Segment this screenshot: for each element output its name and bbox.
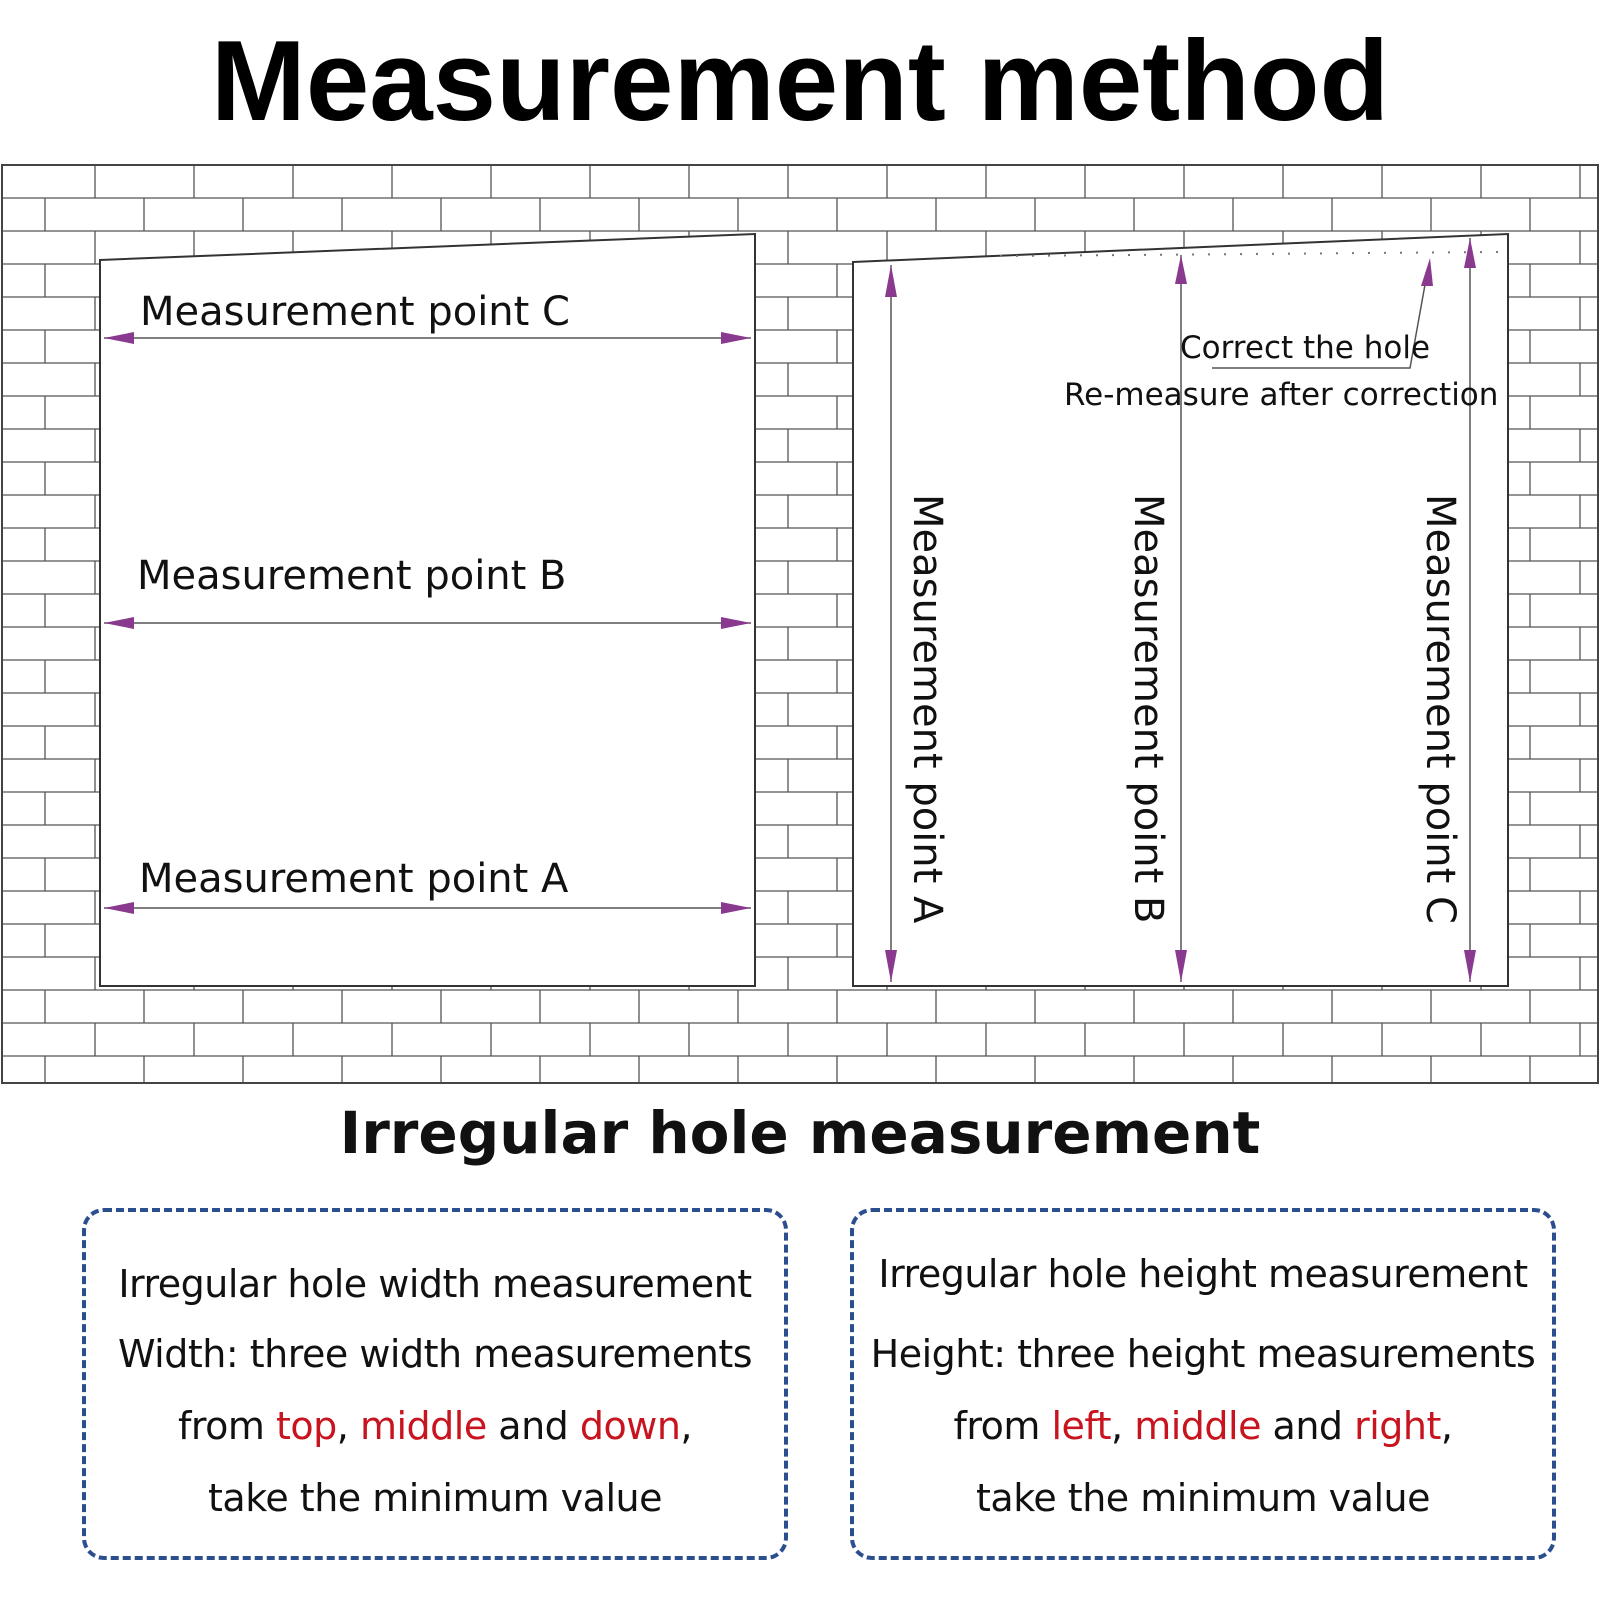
wall-outline [1, 164, 1599, 1084]
width-note-box: Irregular hole width measurement Width: … [82, 1208, 788, 1560]
width-highlight-top: top [276, 1404, 337, 1448]
width-and-text: and [486, 1404, 580, 1448]
height-note-heading: Irregular hole height measurement [878, 1252, 1528, 1296]
correction-dotted-line [999, 251, 1501, 257]
right-label-b: Measurement point B [1125, 494, 1171, 924]
left-label-a: Measurement point A [139, 856, 569, 902]
height-highlight-middle: middle [1134, 1404, 1261, 1448]
width-highlight-middle: middle [359, 1404, 487, 1448]
left-hole [99, 232, 756, 987]
brick-wall-diagram: Measurement point C Measurement point B … [1, 164, 1599, 1084]
width-arrow-a [104, 902, 751, 914]
correction-note-2: Re-measure after correction [1064, 377, 1498, 413]
height-from-text: from [953, 1404, 1052, 1448]
height-highlight-right: right [1354, 1404, 1441, 1448]
height-note-min-line: take the minimum value [976, 1476, 1430, 1520]
left-label-b: Measurement point B [137, 553, 567, 599]
width-end-comma: , [680, 1404, 693, 1448]
width-arrow-c [104, 332, 751, 344]
width-highlight-down: down [579, 1404, 681, 1448]
right-label-c: Measurement point C [1417, 494, 1463, 924]
section-subtitle: Irregular hole measurement [339, 1099, 1261, 1167]
correction-pointer [1212, 258, 1433, 369]
right-label-a: Measurement point A [904, 494, 950, 924]
height-note-line: Height: three height measurements [870, 1332, 1536, 1376]
correction-note-1: Correct the hole [1180, 330, 1430, 366]
page-title: Measurement method [210, 18, 1390, 145]
width-from-text: from [177, 1404, 276, 1448]
height-end-comma: , [1440, 1404, 1453, 1448]
width-separator: , [336, 1404, 360, 1448]
width-arrow-b [104, 617, 751, 629]
height-and-text: and [1260, 1404, 1355, 1448]
height-note-from-line: from left, middle and right, [854, 1404, 1552, 1448]
height-note-box: Irregular hole height measurement Height… [850, 1208, 1556, 1560]
height-arrow-a [885, 265, 897, 982]
width-note-from-line: from top, middle and down, [86, 1404, 784, 1448]
width-note-line: Width: three width measurements [117, 1332, 753, 1376]
height-highlight-left: left [1051, 1404, 1112, 1448]
width-note-heading: Irregular hole width measurement [118, 1262, 752, 1306]
height-separator: , [1111, 1404, 1135, 1448]
height-arrow-c [1464, 238, 1476, 982]
width-note-min-line: take the minimum value [208, 1476, 662, 1520]
left-label-c: Measurement point C [140, 289, 570, 335]
height-arrow-b [1175, 255, 1187, 982]
